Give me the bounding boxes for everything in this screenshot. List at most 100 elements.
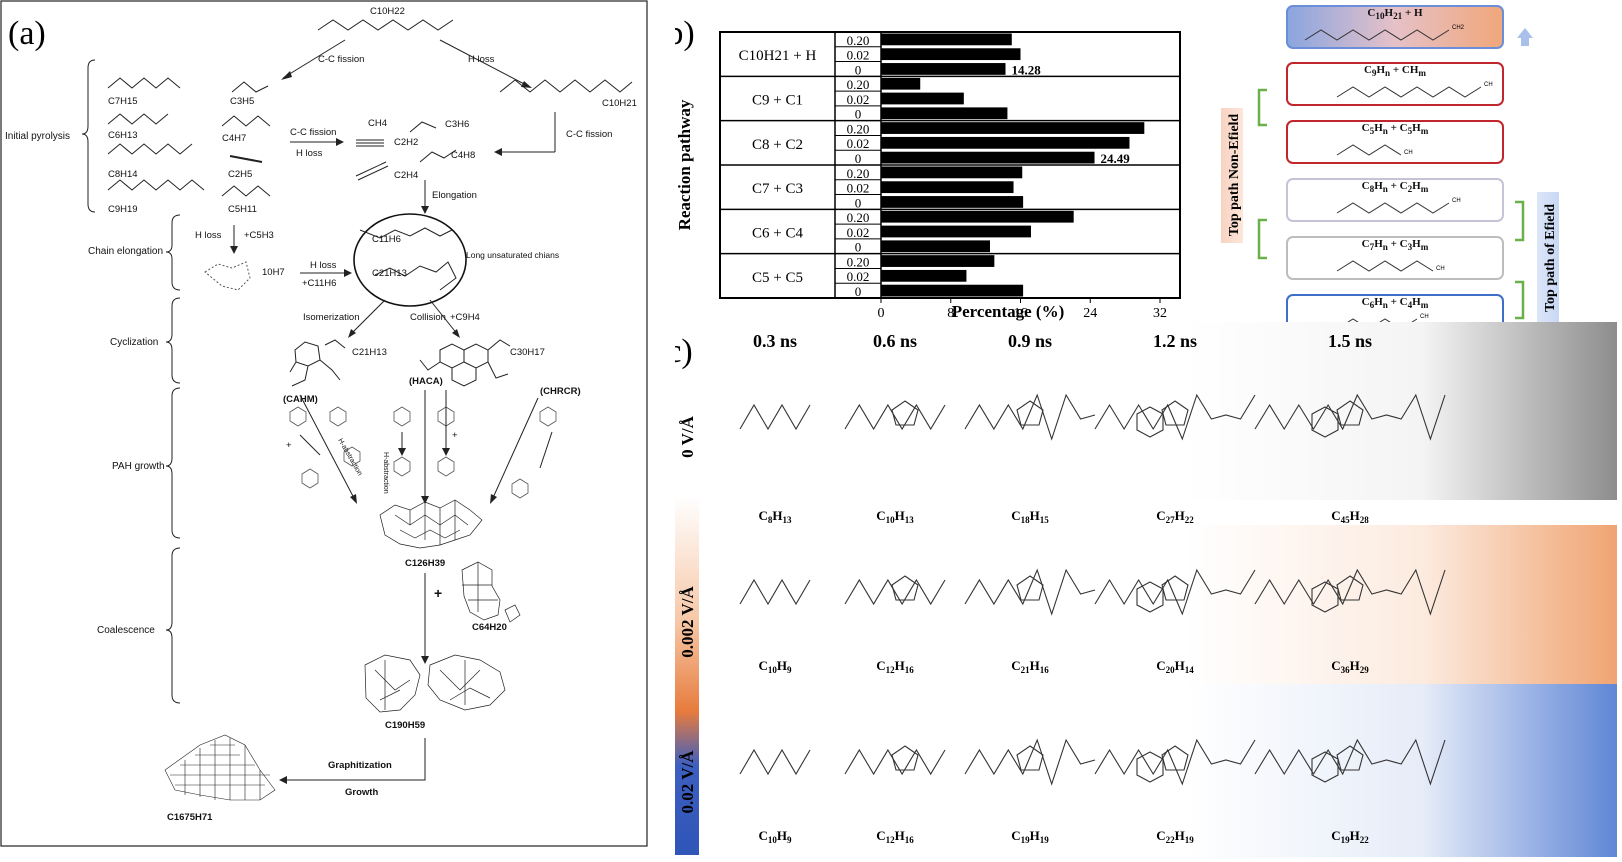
sub-label-1-1: 0.02 <box>847 92 870 107</box>
label-ch4: CH4 <box>368 118 387 129</box>
efield-bracket-bottom <box>1515 280 1525 320</box>
formula-0-4: C45H28 <box>1331 508 1369 525</box>
chain-tail-0: CH2 <box>1452 25 1465 31</box>
label-long-chains: Long unsaturated chians <box>466 250 559 260</box>
label-c21h13: C21H13 <box>372 268 407 279</box>
time-label-0: 0.3 ns <box>753 331 797 351</box>
ring-2-4 <box>1336 745 1364 771</box>
data-label-2: 24.49 <box>1101 151 1131 166</box>
bar-1-2 <box>881 107 1008 120</box>
efield-bracket-bg <box>1537 192 1559 325</box>
molecule-c10h21 <box>499 79 633 93</box>
time-label-2: 0.9 ns <box>1008 331 1052 351</box>
chain-1 <box>1336 86 1482 98</box>
ring-2-1 <box>891 745 919 771</box>
formula-2-1: C12H16 <box>876 828 914 845</box>
label-c4h7: C4H7 <box>222 133 246 144</box>
hex-ring-1-4 <box>1311 581 1339 613</box>
data-label-0: 14.28 <box>1012 62 1042 77</box>
bar-4-2 <box>881 240 990 253</box>
label-isomerization: Isomerization <box>303 312 360 323</box>
formula-2-3: C22H19 <box>1156 828 1194 845</box>
label-cc-fission-2: C-C fission <box>290 127 336 138</box>
ring-0-3 <box>1161 400 1189 426</box>
pathway-box-label-1: C9Hn + CHm <box>1364 64 1426 78</box>
pathway-box-label-4: C7Hn + C3Hm <box>1362 238 1429 252</box>
label-h-loss-3: H loss <box>195 230 222 241</box>
label-haca: (HACA) <box>409 376 443 387</box>
molecule-c10h22 <box>317 19 454 31</box>
label-c4h8: C4H8 <box>451 150 475 161</box>
label-h-loss-4: H loss <box>310 260 337 271</box>
label-c21h13-cyclized: C21H13 <box>352 347 387 358</box>
pathway-box-label-3: C8Hn + C2Hm <box>1362 180 1429 194</box>
ring-1-2 <box>1016 575 1044 601</box>
sub-label-0-0: 0.20 <box>847 33 870 48</box>
structure-1-4 <box>1254 568 1446 616</box>
label-collision: Collision <box>410 312 446 323</box>
formula-0-3: C27H22 <box>1156 508 1194 525</box>
label-c30h17: C30H17 <box>510 347 545 358</box>
structure-0-2 <box>964 393 1096 441</box>
structure-1-3 <box>1094 568 1256 616</box>
time-label-1: 0.6 ns <box>873 331 917 351</box>
field-label-1: 0.002 V/Å <box>678 586 697 658</box>
field-side-bar <box>675 497 699 855</box>
sub-label-1-0: 0.20 <box>847 77 870 92</box>
bar-0-2 <box>881 63 1006 75</box>
sub-label-0-1: 0.02 <box>847 48 870 63</box>
category-label-5: C5 + C5 <box>752 270 803 286</box>
non-efield-bracket-top <box>1257 88 1267 127</box>
up-arrow-icon <box>1517 28 1533 46</box>
hex-ring-0-4 <box>1311 406 1339 438</box>
efield-bracket-top <box>1515 200 1525 242</box>
label-h-loss-2: H loss <box>296 148 323 159</box>
ring-2-2 <box>1016 745 1044 771</box>
x-tick-label-32: 32 <box>1153 306 1167 321</box>
panel-b-letter: (b) <box>675 15 695 52</box>
x-tick-label-0: 0 <box>878 306 885 321</box>
label-cahm: (CAHM) <box>283 394 318 405</box>
label-elongation: Elongation <box>432 190 477 201</box>
formula-0-2: C18H15 <box>1011 508 1049 525</box>
hex-ring-2-3 <box>1136 751 1164 783</box>
label-c9h19: C9H19 <box>108 204 138 215</box>
sub-label-3-0: 0.20 <box>847 166 870 181</box>
formula-0-0: C8H13 <box>758 508 792 525</box>
structure-2-0 <box>739 748 811 776</box>
molecule-c126h39 <box>379 499 483 549</box>
sub-label-0-2: 0 <box>855 62 862 77</box>
category-label-1: C9 + C1 <box>752 93 803 109</box>
sub-label-5-1: 0.02 <box>847 269 870 284</box>
formula-2-4: C19H22 <box>1331 828 1369 845</box>
row2-background <box>1185 684 1617 857</box>
sub-label-5-0: 0.20 <box>847 254 870 269</box>
sub-label-1-2: 0 <box>855 107 862 122</box>
bar-5-1 <box>881 269 967 282</box>
non-efield-bracket-bottom <box>1257 218 1267 260</box>
chain-3 <box>1336 202 1450 214</box>
x-tick-label-16: 16 <box>1014 306 1028 321</box>
label-c11h6: C11H6 <box>372 234 401 245</box>
sub-label-4-0: 0.20 <box>847 210 870 225</box>
formula-1-3: C20H14 <box>1156 658 1194 675</box>
efield-bracket-label: Top path of Efield <box>1543 204 1558 312</box>
label-c3h5: C3H5 <box>230 96 254 107</box>
label-plus: + <box>434 585 442 601</box>
formula-2-0: C10H9 <box>758 828 792 845</box>
formula-1-0: C10H9 <box>758 658 792 675</box>
label-c10h21: C10H21 <box>602 98 637 109</box>
label-c5h11: C5H11 <box>228 204 257 215</box>
row0-background <box>1185 322 1617 500</box>
label-plus-c9h4: +C9H4 <box>450 312 480 323</box>
label-h-abstraction-2: H-abstraction <box>382 452 389 494</box>
chain-tail-1: CH <box>1484 82 1493 88</box>
x-axis-label: Percentage (%) <box>952 302 1065 321</box>
structure-1-1 <box>844 578 946 606</box>
category-label-3: C7 + C3 <box>752 181 803 197</box>
chain-4 <box>1336 260 1434 272</box>
bar-0-1 <box>881 48 1021 61</box>
bar-3-0 <box>881 166 1023 179</box>
